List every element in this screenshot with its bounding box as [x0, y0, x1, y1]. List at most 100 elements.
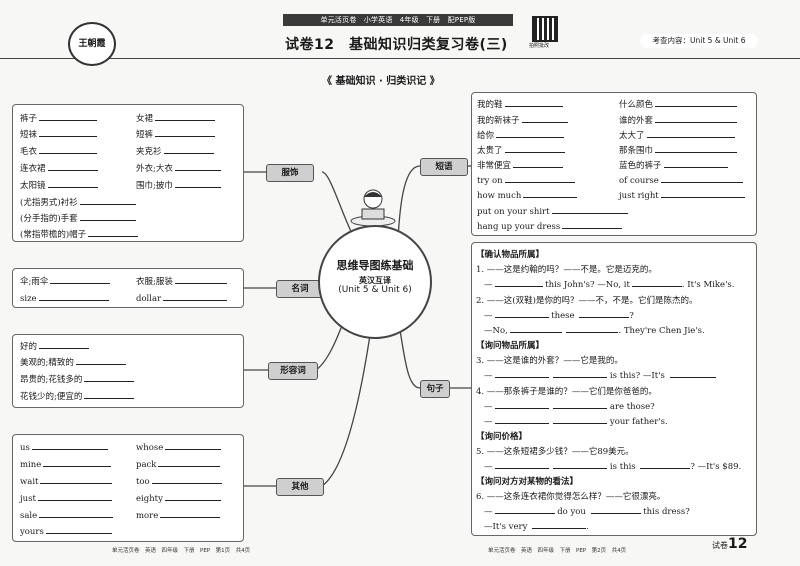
other-item: us	[20, 441, 108, 453]
answer-blank[interactable]	[84, 390, 135, 399]
answer-blank[interactable]	[655, 144, 738, 153]
mindmap-center: 思维导图练基础 英汉互译 (Unit 5 & Unit 6)	[318, 225, 432, 339]
answer-blank[interactable]	[494, 278, 543, 287]
answer-blank[interactable]	[553, 400, 608, 409]
answer-blank[interactable]	[579, 309, 630, 318]
answer-blank[interactable]	[504, 144, 565, 153]
clothing-item: 夹克衫	[136, 145, 214, 157]
answer-blank[interactable]	[164, 492, 221, 501]
answer-blank[interactable]	[655, 98, 738, 107]
answer-blank[interactable]	[562, 220, 623, 229]
answer-blank[interactable]	[50, 275, 111, 284]
answer-blank[interactable]	[165, 441, 222, 450]
answer-blank[interactable]	[163, 292, 228, 301]
footer-right: 单元活页卷 英语 四年级 下册 PEP 第2页 共4页	[488, 548, 627, 554]
answer-blank[interactable]	[494, 369, 549, 378]
other-item: wait	[20, 475, 113, 487]
answer-blank[interactable]	[663, 159, 728, 168]
answer-blank[interactable]	[163, 145, 214, 154]
answer-blank[interactable]	[158, 458, 221, 467]
other-item: more	[136, 509, 221, 521]
sentence-answer: — this John's? —No, it. It's Mike's.	[484, 278, 735, 290]
answer-blank[interactable]	[174, 179, 221, 188]
page-number: 试卷12	[712, 536, 748, 552]
answer-blank[interactable]	[551, 205, 628, 214]
answer-blank[interactable]	[655, 114, 738, 123]
noun-item: 衣服;服装	[136, 275, 227, 287]
answer-blank[interactable]	[88, 228, 139, 237]
publisher-logo: 王朝霞	[68, 22, 116, 66]
answer-blank[interactable]	[660, 189, 745, 198]
answer-blank[interactable]	[155, 112, 216, 121]
answer-blank[interactable]	[631, 278, 682, 287]
answer-blank[interactable]	[532, 520, 587, 529]
answer-blank[interactable]	[553, 460, 608, 469]
answer-blank[interactable]	[504, 98, 563, 107]
sentence-answer: — is this ? —It's $89.	[484, 460, 742, 472]
clothing-item: 围巾;披巾	[136, 179, 221, 191]
sentence-answer: — are those?	[484, 400, 655, 412]
boy-reading-icon	[350, 189, 396, 227]
other-item: eighty	[136, 492, 221, 504]
answer-blank[interactable]	[84, 373, 135, 382]
qr-code-icon[interactable]	[532, 16, 558, 42]
answer-blank[interactable]	[566, 324, 619, 333]
footer-left: 单元活页卷 英语 四年级 下册 PEP 第1页 共4页	[112, 548, 251, 554]
answer-blank[interactable]	[47, 179, 98, 188]
phrase-item: try on	[477, 174, 575, 186]
adj-item: 美观的;精致的	[20, 356, 126, 368]
answer-blank[interactable]	[523, 189, 578, 198]
noun-item: 伞;雨伞	[20, 275, 111, 287]
clothing-item: 外衣;大衣	[136, 162, 221, 174]
clothing-item: 毛衣	[20, 145, 98, 157]
answer-blank[interactable]	[660, 174, 743, 183]
phrases-box	[471, 92, 757, 236]
answer-blank[interactable]	[494, 400, 549, 409]
phrase-item: 我的新袜子	[477, 114, 568, 126]
answer-blank[interactable]	[174, 275, 227, 284]
answer-blank[interactable]	[39, 112, 98, 121]
answer-blank[interactable]	[39, 128, 98, 137]
answer-blank[interactable]	[43, 458, 112, 467]
answer-blank[interactable]	[75, 356, 126, 365]
answer-blank[interactable]	[155, 128, 216, 137]
answer-blank[interactable]	[509, 324, 562, 333]
answer-blank[interactable]	[496, 129, 565, 138]
answer-blank[interactable]	[31, 441, 108, 450]
answer-blank[interactable]	[640, 460, 691, 469]
adj-item: 好的	[20, 340, 90, 352]
sentence-heading: 【确认物品所属】	[476, 250, 545, 260]
answer-blank[interactable]	[79, 212, 136, 221]
answer-blank[interactable]	[513, 159, 564, 168]
answer-blank[interactable]	[39, 509, 114, 518]
phrase-item: 太大了	[619, 129, 735, 141]
answer-blank[interactable]	[646, 129, 735, 138]
clothing-item: 短裤	[136, 128, 216, 140]
answer-blank[interactable]	[79, 196, 136, 205]
answer-blank[interactable]	[37, 492, 112, 501]
answer-blank[interactable]	[47, 162, 98, 171]
answer-blank[interactable]	[553, 369, 608, 378]
answer-blank[interactable]	[38, 292, 109, 301]
adj-item: 昂贵的;花钱多的	[20, 373, 135, 385]
sentence-heading: 【询问物品所属】	[476, 341, 545, 351]
answer-blank[interactable]	[494, 460, 549, 469]
answer-blank[interactable]	[39, 145, 98, 154]
answer-blank[interactable]	[39, 340, 90, 349]
answer-blank[interactable]	[504, 174, 575, 183]
answer-blank[interactable]	[494, 415, 549, 424]
answer-blank[interactable]	[45, 525, 112, 534]
answer-blank[interactable]	[669, 369, 716, 378]
answer-blank[interactable]	[590, 505, 641, 514]
answer-blank[interactable]	[494, 309, 549, 318]
answer-blank[interactable]	[151, 475, 222, 484]
clothing-item: (常指带檐的)帽子	[20, 228, 139, 240]
answer-blank[interactable]	[521, 114, 568, 123]
answer-blank[interactable]	[174, 162, 221, 171]
answer-blank[interactable]	[40, 475, 113, 484]
answer-blank[interactable]	[553, 415, 608, 424]
answer-blank[interactable]	[160, 509, 221, 518]
other-item: just	[20, 492, 112, 504]
answer-blank[interactable]	[494, 505, 555, 514]
